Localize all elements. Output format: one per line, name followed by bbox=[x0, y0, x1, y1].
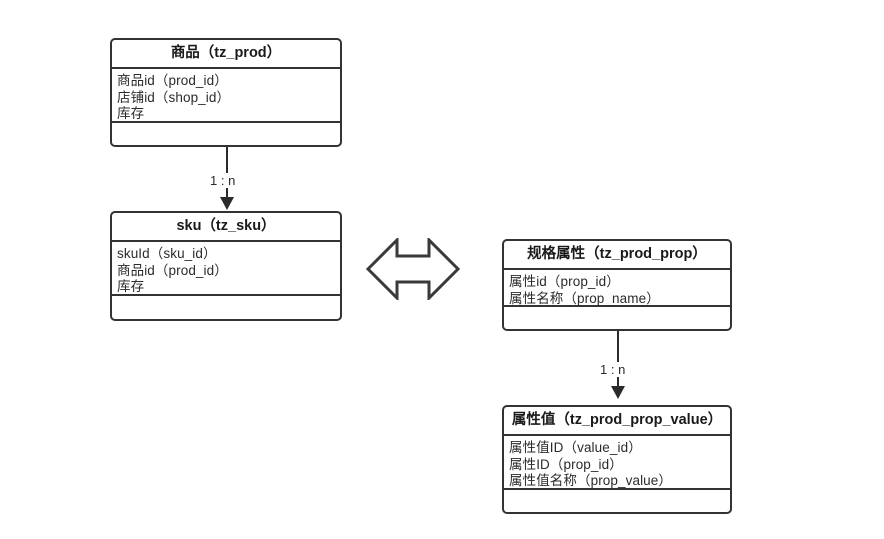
entity-box-tz-prod[interactable]: 商品（tz_prod） 商品id（prod_id） 店铺id（shop_id） … bbox=[110, 38, 342, 147]
entity-box-tz-sku[interactable]: sku（tz_sku） skuId（sku_id） 商品id（prod_id） … bbox=[110, 211, 342, 321]
connector-line bbox=[617, 331, 619, 388]
entity-title-tz-prod-prop: 规格属性（tz_prod_prop） bbox=[504, 241, 730, 270]
entity-title-tz-prod-prop-value: 属性值（tz_prod_prop_value） bbox=[504, 407, 730, 436]
attribute-row: 属性名称（prop_name） bbox=[509, 290, 660, 306]
arrow-head-icon bbox=[611, 386, 625, 399]
entity-box-tz-prod-prop-value[interactable]: 属性值（tz_prod_prop_value） 属性值ID（value_id） … bbox=[502, 405, 732, 514]
attribute-row: skuId（sku_id） bbox=[117, 246, 217, 261]
attribute-row: 库存 bbox=[117, 279, 145, 294]
entity-box-tz-prod-prop[interactable]: 规格属性（tz_prod_prop） 属性id（prop_id） 属性名称（pr… bbox=[502, 239, 732, 331]
entity-methods-tz-prod-prop-value bbox=[504, 490, 730, 512]
entity-methods-tz-sku bbox=[112, 296, 340, 319]
entity-methods-tz-prod-prop bbox=[504, 307, 730, 329]
double-headed-arrow-icon[interactable] bbox=[365, 236, 461, 302]
attribute-row: 属性值ID（value_id） bbox=[509, 440, 642, 455]
entity-attributes-tz-prod: 商品id（prod_id） 店铺id（shop_id） 库存 bbox=[112, 69, 340, 123]
attribute-row: 属性id（prop_id） bbox=[509, 274, 620, 289]
arrow-head-icon bbox=[220, 197, 234, 210]
cardinality-label: 1 : n bbox=[208, 173, 238, 188]
attribute-row: 属性ID（prop_id） bbox=[509, 456, 623, 472]
attribute-row: 商品id（prod_id） bbox=[117, 262, 228, 278]
entity-title-tz-prod: 商品（tz_prod） bbox=[112, 40, 340, 69]
entity-attributes-tz-prod-prop-value: 属性值ID（value_id） 属性ID（prop_id） 属性值名称（prop… bbox=[504, 436, 730, 490]
entity-attributes-tz-prod-prop: 属性id（prop_id） 属性名称（prop_name） bbox=[504, 270, 730, 307]
attribute-row: 商品id（prod_id） bbox=[117, 73, 228, 88]
cardinality-label: 1 : n bbox=[598, 362, 628, 377]
attribute-row: 店铺id（shop_id） bbox=[117, 89, 231, 105]
attribute-row: 库存 bbox=[117, 106, 145, 121]
entity-methods-tz-prod bbox=[112, 123, 340, 145]
entity-title-tz-sku: sku（tz_sku） bbox=[112, 213, 340, 242]
attribute-row: 属性值名称（prop_value） bbox=[509, 473, 673, 488]
entity-attributes-tz-sku: skuId（sku_id） 商品id（prod_id） 库存 bbox=[112, 242, 340, 296]
